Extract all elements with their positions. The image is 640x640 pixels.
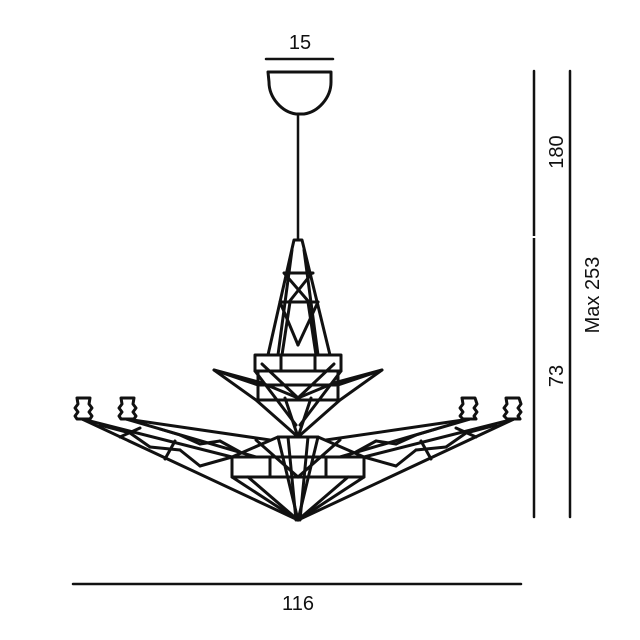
middle-star-section: [212, 353, 384, 439]
left-arm-inner: [124, 417, 272, 459]
canopy-width-label: 15: [288, 32, 312, 54]
upper-spire: [266, 238, 332, 357]
canopy: [266, 70, 333, 116]
body-height-label: 73: [546, 364, 568, 388]
cable-length-label: 180: [546, 135, 568, 169]
bulb-holder-icon: [73, 396, 94, 421]
left-arm-outer: [80, 417, 300, 522]
lower-body: [230, 435, 366, 522]
right-arm-inner: [324, 417, 472, 459]
bulb-holder-icon: [458, 396, 479, 421]
overall-width-label: 116: [282, 593, 314, 615]
bulb-holder-icon: [117, 396, 138, 421]
right-arm-outer: [296, 417, 516, 522]
max-height-label: Max 253: [582, 256, 604, 334]
bulb-holder-icon: [502, 396, 523, 421]
